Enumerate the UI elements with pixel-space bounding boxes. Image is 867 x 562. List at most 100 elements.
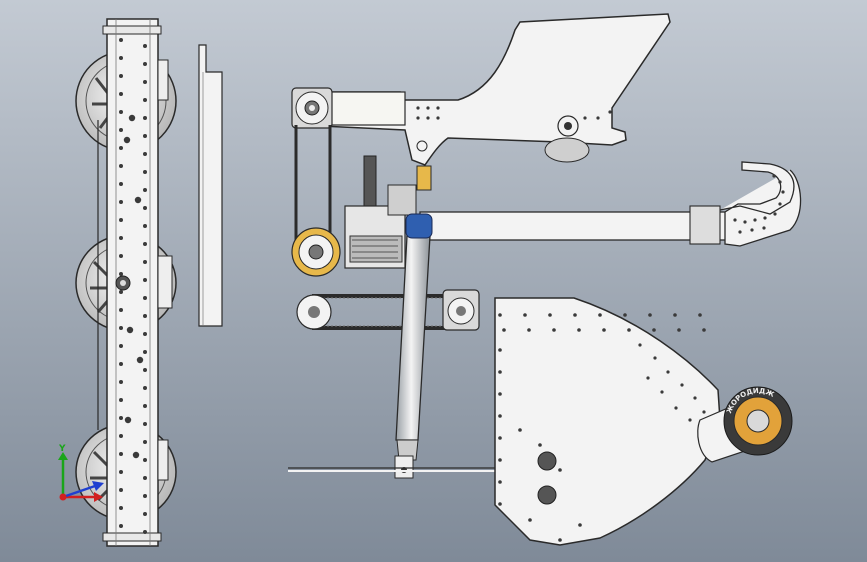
rail-hole	[119, 290, 123, 294]
rail-hole	[119, 326, 123, 330]
rail-hole	[143, 260, 147, 264]
rail-hole	[119, 74, 123, 78]
main-rail[interactable]	[106, 18, 159, 547]
sector-hole	[573, 313, 577, 317]
side-profile-bar[interactable]	[198, 44, 223, 327]
rail-hole	[119, 92, 123, 96]
rail-hole	[119, 182, 123, 186]
hook-hole	[738, 230, 742, 234]
rail-hole	[119, 344, 123, 348]
rail-hole	[123, 136, 131, 144]
plate-hole	[436, 106, 440, 110]
sector-hole	[528, 518, 532, 522]
sector-hole	[498, 480, 502, 484]
rail-hole	[119, 38, 123, 42]
rail-hole	[119, 128, 123, 132]
sector-hole	[498, 436, 502, 440]
upper-arm-plate[interactable]	[299, 13, 671, 166]
sector-plate[interactable]	[494, 297, 721, 546]
sector-hole	[523, 313, 527, 317]
rail-hole	[143, 332, 147, 336]
y-axis-label: Y	[58, 444, 66, 454]
rail-hole	[143, 116, 147, 120]
rail-hole	[143, 62, 147, 66]
rail-hole	[119, 362, 123, 366]
plate-hole	[426, 116, 430, 120]
rail-hole	[136, 356, 144, 364]
plate-hole	[596, 116, 600, 120]
hook-hole	[781, 190, 785, 194]
hook-hole	[753, 218, 757, 222]
hook-hole	[763, 216, 767, 220]
sector-hole	[498, 370, 502, 374]
rail-hole	[128, 114, 136, 122]
sector-hole	[598, 313, 602, 317]
rail-hole	[143, 368, 147, 372]
rail-hole	[143, 404, 147, 408]
plate-hole	[608, 110, 612, 114]
middle-pulley[interactable]	[291, 227, 341, 277]
sector-hole	[502, 328, 506, 332]
sector-hole	[652, 328, 656, 332]
lower-arm[interactable]	[419, 161, 802, 247]
rail-hole	[143, 152, 147, 156]
sector-hole	[552, 328, 556, 332]
rail-hole	[119, 488, 123, 492]
rail-hole	[119, 272, 123, 276]
sector-hole	[558, 468, 562, 472]
sector-holes	[498, 313, 706, 542]
rail-hole	[143, 296, 147, 300]
drive-belt-vertical	[294, 125, 332, 245]
sector-hole	[673, 313, 677, 317]
rail-hole	[119, 200, 123, 204]
rail-hole	[143, 350, 147, 354]
rail-hole	[143, 80, 147, 84]
rail-hole	[119, 434, 123, 438]
rail-hole	[143, 512, 147, 516]
hook-holes	[733, 174, 785, 234]
rail-hole	[143, 458, 147, 462]
plate-hole	[436, 116, 440, 120]
rail-hole	[119, 218, 123, 222]
rail-hole	[143, 224, 147, 228]
rail-hole	[119, 416, 123, 420]
rail-hole	[119, 146, 123, 150]
top-pulley[interactable]	[291, 87, 333, 129]
drive-belt-horizontal	[312, 294, 462, 330]
sector-hole	[648, 313, 652, 317]
rail-hole	[124, 416, 132, 424]
hook-hole	[750, 228, 754, 232]
sector-hole	[627, 328, 631, 332]
rail-hole	[143, 314, 147, 318]
rail-hole	[119, 308, 123, 312]
sector-hole	[498, 313, 502, 317]
linear-actuator[interactable]	[394, 165, 433, 479]
gearbox[interactable]	[344, 155, 417, 269]
left-belt-pulley[interactable]	[296, 294, 332, 330]
hook-hole	[743, 220, 747, 224]
plate-hole	[426, 106, 430, 110]
sector-hole	[527, 328, 531, 332]
sector-hole	[698, 313, 702, 317]
sector-hole	[498, 458, 502, 462]
sector-hole	[653, 356, 657, 360]
rail-hole	[119, 380, 123, 384]
rail-hole	[119, 110, 123, 114]
sector-hole	[677, 328, 681, 332]
rail-hole	[143, 440, 147, 444]
rail-hole	[119, 470, 123, 474]
plate-hole	[416, 116, 420, 120]
rail-hole	[143, 278, 147, 282]
hook-hole	[733, 218, 737, 222]
sector-hole	[578, 523, 582, 527]
rail-hole	[143, 530, 147, 534]
rail-hole	[119, 452, 123, 456]
idler-pulley[interactable]	[442, 289, 480, 331]
rail-hole	[119, 398, 123, 402]
track-assembly[interactable]	[75, 18, 177, 547]
tail-wheel[interactable]: ЖОРОДИДЖ	[697, 386, 793, 463]
sector-hole	[660, 390, 664, 394]
sector-hole	[693, 396, 697, 400]
rail-hole	[143, 98, 147, 102]
